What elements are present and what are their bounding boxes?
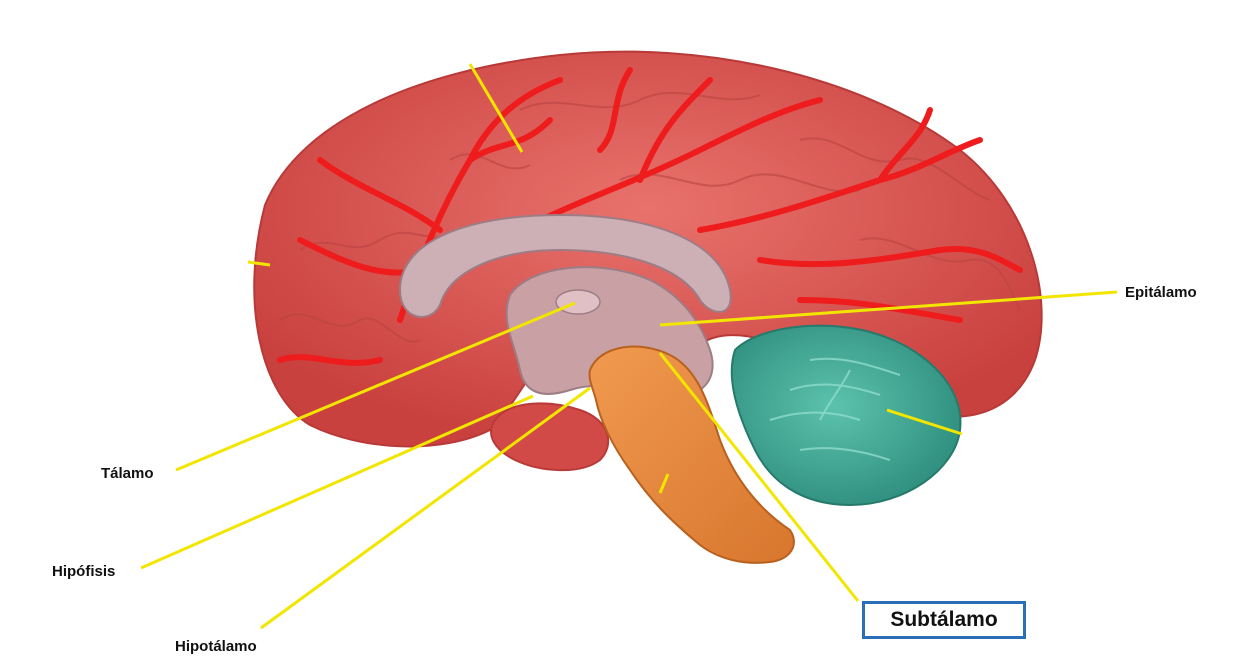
leader-subtalamo xyxy=(658,352,860,602)
leader-lines xyxy=(140,63,1118,630)
label-subtalamo-text: Subtálamo xyxy=(890,608,998,631)
leader-hipotalamo xyxy=(260,386,591,630)
leader-cortex-top xyxy=(468,63,524,153)
leader-epitalamo xyxy=(659,290,1118,327)
arbor-vitae xyxy=(769,357,901,461)
label-subtalamo-highlighted: Subtálamo xyxy=(862,601,1026,639)
brainstem xyxy=(588,345,795,564)
temporal-lobe xyxy=(490,402,610,472)
label-epitalamo: Epitálamo xyxy=(1125,284,1197,301)
label-hipotalamo: Hipotálamo xyxy=(175,638,257,655)
thalamus-shape xyxy=(555,289,601,315)
leader-cerebellum xyxy=(886,408,963,436)
label-hipofisis: Hipófisis xyxy=(52,563,116,580)
leader-hipofisis xyxy=(140,394,534,570)
leader-brainstem xyxy=(658,473,670,494)
gyri-texture xyxy=(279,91,1021,343)
leader-cortex-front xyxy=(247,260,271,267)
corpus-callosum xyxy=(398,213,732,318)
leader-talamo xyxy=(175,301,576,472)
label-talamo: Tálamo xyxy=(101,465,154,482)
